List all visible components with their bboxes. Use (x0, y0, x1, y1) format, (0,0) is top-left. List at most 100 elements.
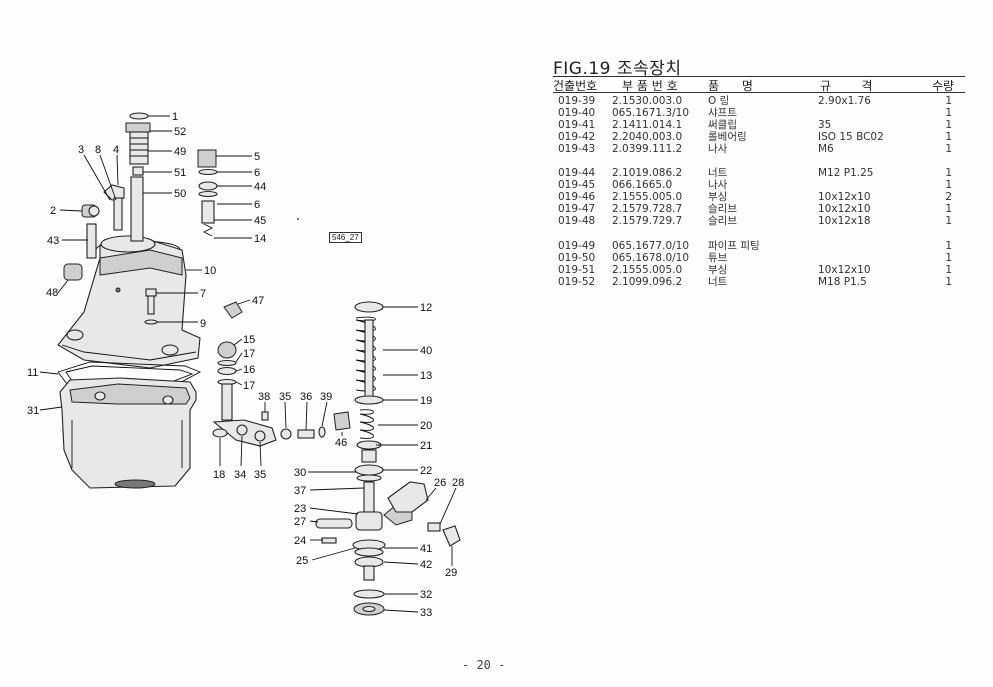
parts-row-spec: M6 (818, 143, 834, 155)
parts-row-part: 2.1555.005.0 (612, 264, 683, 276)
parts-row-name: 너트 (708, 276, 728, 288)
parts-row-no: 019-41 (558, 119, 596, 131)
callout-34: 34 (234, 469, 246, 481)
header-part-name: 품 명 (708, 79, 753, 93)
callout-17b: 17 (243, 380, 255, 392)
callout-35b: 35 (254, 469, 266, 481)
callout-5: 5 (254, 151, 260, 163)
figure-title: FIG.19 조속장치 (553, 59, 682, 79)
callout-24: 24 (294, 535, 306, 547)
callout-22: 22 (420, 465, 432, 477)
spring-stack (354, 301, 384, 476)
callout-36: 36 (300, 391, 312, 403)
parts-row-name: O 링 (708, 95, 730, 107)
callout-28: 28 (452, 477, 464, 489)
parts-row-part: 2.1530.003.0 (612, 95, 683, 107)
parts-row-spec: M18 P1.5 (818, 276, 867, 288)
callout-17: 17 (243, 348, 255, 360)
callout-15: 15 (243, 334, 255, 346)
callout-47: 47 (252, 295, 264, 307)
header-qty: 수량 (932, 79, 955, 93)
parts-row-part: 2.1019.086.2 (612, 167, 683, 179)
page-number: - 20 - (462, 658, 506, 672)
parts-row-qty: 1 (945, 167, 952, 179)
parts-row-name: 튜브 (708, 252, 728, 264)
header-divider (553, 92, 965, 93)
callout-42: 42 (420, 559, 432, 571)
parts-row-no: 019-50 (558, 252, 596, 264)
callout-41: 41 (420, 543, 432, 555)
callout-27: 27 (294, 516, 306, 528)
parts-row-part: 066.1665.0 (612, 179, 673, 191)
parts-row-name: 샤프트 (708, 107, 737, 119)
callout-16: 16 (243, 364, 255, 376)
callout-21: 21 (420, 440, 432, 452)
parts-row-qty: 1 (945, 215, 952, 227)
parts-row-qty: 1 (945, 276, 952, 288)
parts-row-qty: 1 (945, 119, 952, 131)
callout-32: 32 (420, 589, 432, 601)
parts-row-part: 2.1579.728.7 (612, 203, 683, 215)
parts-row-name: 너트 (708, 167, 728, 179)
callout-23: 23 (294, 503, 306, 515)
parts-row-name: 나사 (708, 143, 728, 155)
callout-50: 50 (174, 188, 186, 200)
parts-row-name: 롤베어링 (708, 131, 747, 143)
callout-20: 20 (420, 420, 432, 432)
parts-row-no: 019-52 (558, 276, 596, 288)
header-item-no: 건출번호 (553, 79, 598, 93)
parts-row-name: 써클립 (708, 119, 737, 131)
parts-row-qty: 1 (945, 240, 952, 252)
parts-row-part: 065.1677.0/10 (612, 240, 690, 252)
callout-46: 46 (335, 437, 347, 449)
right-small-parts (197, 149, 218, 237)
callout-18: 18 (213, 469, 225, 481)
parts-row-part: 2.1579.729.7 (612, 215, 683, 227)
callout-labels: 1 52 49 51 50 5 6 44 6 45 14 3 8 4 2 43 … (27, 111, 464, 619)
parts-row-part: 065.1671.3/10 (612, 107, 690, 119)
parts-row-name: 슬리브 (708, 215, 737, 227)
parts-row-qty: 1 (945, 95, 952, 107)
callout-3: 3 (78, 144, 84, 156)
callout-6: 6 (254, 167, 260, 179)
parts-row-qty: 1 (945, 131, 952, 143)
base-case (59, 377, 197, 489)
parts-row-spec: M12 P1.25 (818, 167, 874, 179)
callout-19: 19 (420, 395, 432, 407)
parts-row-no: 019-47 (558, 203, 596, 215)
parts-row-no: 019-40 (558, 107, 596, 119)
parts-row-name: 부싱 (708, 191, 728, 203)
callout-45: 45 (254, 215, 266, 227)
callout-44: 44 (254, 181, 266, 193)
callout-38: 38 (258, 391, 270, 403)
parts-row-qty: 1 (945, 252, 952, 264)
callout-52: 52 (174, 126, 186, 138)
header-part-no: 부 품 번 호 (622, 79, 678, 93)
parts-row-name: 슬리브 (708, 203, 737, 215)
callout-12: 12 (420, 302, 432, 314)
callout-31: 31 (27, 405, 39, 417)
parts-row-qty: 1 (945, 107, 952, 119)
parts-row-no: 019-46 (558, 191, 596, 203)
parts-row-spec: 10x12x10 (818, 203, 871, 215)
parts-row-no: 019-48 (558, 215, 596, 227)
parts-row-no: 019-43 (558, 143, 596, 155)
callout-51: 51 (174, 167, 186, 179)
callout-33: 33 (420, 607, 432, 619)
parts-row-name: 부싱 (708, 264, 728, 276)
parts-row-part: 2.1555.005.0 (612, 191, 683, 203)
governor-housing (57, 235, 201, 369)
parts-row-qty: 1 (945, 203, 952, 215)
lower-shaft (315, 474, 461, 616)
callout-43: 43 (47, 235, 59, 247)
callout-40: 40 (420, 345, 432, 357)
header-spec: 규 격 (820, 79, 873, 93)
screw-7 (144, 288, 243, 325)
parts-row-name: 파이프 피팅 (708, 240, 760, 252)
callout-35: 35 (279, 391, 291, 403)
figure-code-box: 546_27 (329, 232, 362, 243)
parts-row-name: 나사 (708, 179, 728, 191)
callout-39: 39 (320, 391, 332, 403)
callout-4: 4 (113, 144, 119, 156)
parts-row-qty: 1 (945, 264, 952, 276)
